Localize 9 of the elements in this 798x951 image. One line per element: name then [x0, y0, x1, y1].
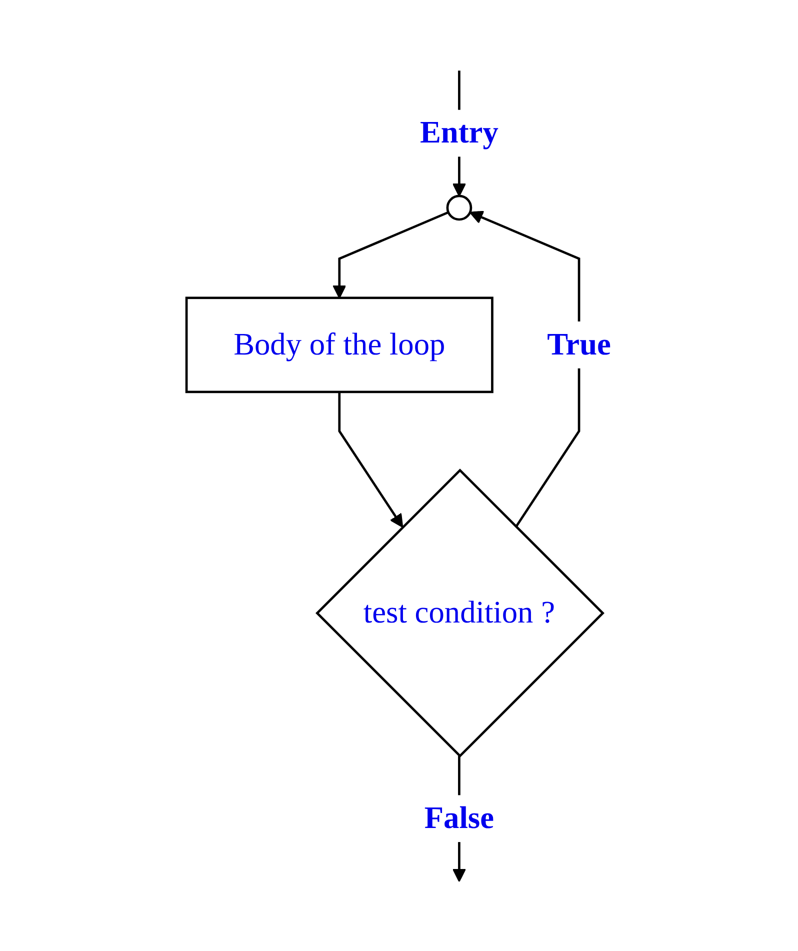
arrow [332, 210, 450, 298]
arrow [470, 210, 580, 528]
arrow [338, 391, 404, 528]
node-diamond: test condition ? [316, 468, 605, 758]
edge-label: Entry [420, 116, 499, 150]
node-circle [446, 194, 472, 220]
edge-label: True [547, 327, 612, 362]
edge-label: False [424, 800, 494, 836]
node-box: Body of the loop [186, 296, 494, 393]
